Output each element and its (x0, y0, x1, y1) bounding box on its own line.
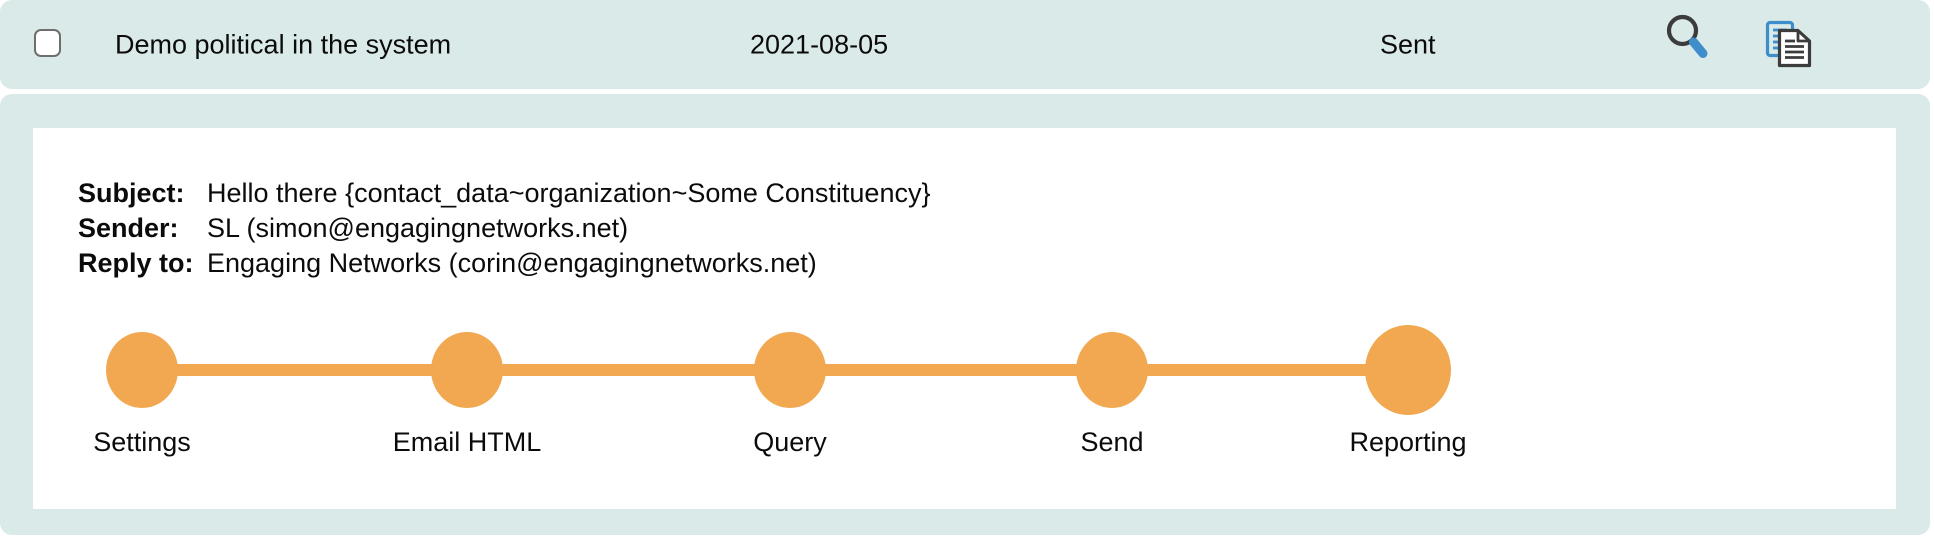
subject-label: Subject: (78, 178, 185, 208)
campaign-details-panel: Subject: Hello there {contact_data~organ… (0, 94, 1930, 535)
sender-value: SL (simon@engagingnetworks.net) (207, 213, 629, 243)
campaign-details-card: Subject: Hello there {contact_data~organ… (33, 128, 1896, 509)
subject-value: Hello there {contact_data~organization~S… (207, 178, 931, 208)
copy-icon (1764, 20, 1812, 71)
step-label-settings[interactable]: Settings (93, 427, 191, 457)
step-node-reporting[interactable] (1365, 325, 1451, 415)
search-button[interactable] (1663, 12, 1712, 61)
status-badge: Sent (1380, 29, 1436, 59)
campaign-date: 2021-08-05 (750, 29, 889, 59)
step-label-send[interactable]: Send (1080, 427, 1144, 457)
step-node-query[interactable] (754, 332, 826, 408)
step-node-settings[interactable] (106, 332, 178, 408)
reply-to-label: Reply to: (78, 248, 194, 278)
sender-label: Sender: (78, 213, 179, 243)
workflow-stepper: Settings Email HTML Query Send Reporting (33, 128, 1896, 509)
campaign-row: Demo political in the system 2021-08-05 … (0, 0, 1930, 89)
step-label-query[interactable]: Query (753, 427, 827, 457)
step-node-send[interactable] (1076, 332, 1148, 408)
email-meta: Subject: Hello there {contact_data~organ… (78, 176, 930, 281)
row-select-checkbox[interactable] (34, 29, 61, 57)
step-label-reporting[interactable]: Reporting (1349, 427, 1467, 457)
step-label-email-html[interactable]: Email HTML (392, 427, 542, 457)
reply-to-value: Engaging Networks (corin@engagingnetwork… (207, 248, 817, 278)
step-node-email-html[interactable] (431, 332, 503, 408)
campaign-title[interactable]: Demo political in the system (115, 29, 452, 59)
copy-button[interactable] (1764, 19, 1812, 68)
search-icon (1663, 14, 1712, 64)
